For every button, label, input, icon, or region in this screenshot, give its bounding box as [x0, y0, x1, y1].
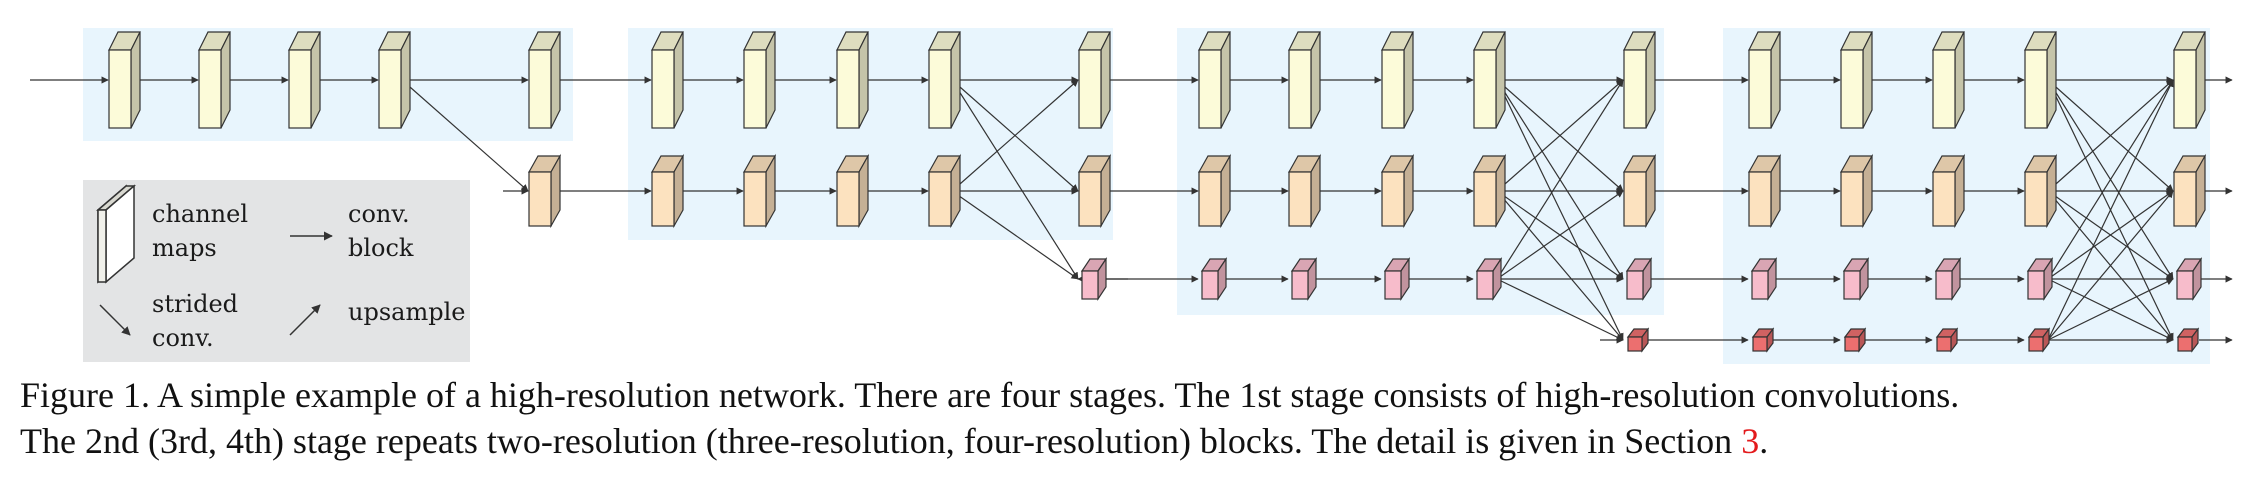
caption-line-1: Figure 1. A simple example of a high-res… — [20, 375, 1960, 415]
high-res-feature-block — [836, 31, 869, 129]
channel-maps-icon — [95, 184, 137, 284]
high-res-feature-block — [1473, 31, 1506, 129]
low-res-feature-block — [1290, 257, 1318, 301]
lowest-res-feature-block — [2027, 327, 2051, 353]
upsample-arrow-icon — [289, 304, 321, 336]
high-res-feature-block — [198, 31, 231, 129]
fusion-4-connection — [2047, 79, 2174, 280]
legend-strided-conv-label-1: strided — [152, 290, 238, 318]
high-res-feature-block — [2173, 31, 2206, 129]
medium-res-feature-block — [1472, 153, 1507, 229]
medium-res-feature-block — [650, 153, 685, 229]
fusion-4-connection — [2047, 190, 2174, 280]
high-res-feature-block — [1198, 31, 1231, 129]
fusion-4-connection — [2047, 190, 2174, 341]
high-res-feature-block — [1078, 31, 1111, 129]
low-res-feature-block — [1475, 257, 1503, 301]
medium-res-feature-block — [1197, 153, 1232, 229]
stage-2-background — [628, 28, 1113, 240]
medium-res-feature-block — [835, 153, 870, 229]
low-res-feature-block — [1383, 257, 1411, 301]
section-reference-link[interactable]: 3 — [1741, 421, 1760, 461]
high-res-feature-block — [288, 31, 321, 129]
medium-res-feature-block — [1287, 153, 1322, 229]
legend-conv-block-label-2: block — [348, 234, 414, 262]
high-res-feature-block — [1748, 31, 1781, 129]
figure-caption: Figure 1. A simple example of a high-res… — [20, 372, 2240, 464]
high-res-feature-block — [1932, 31, 1965, 129]
high-res-feature-block — [528, 31, 561, 129]
lowest-res-feature-block — [1843, 327, 1867, 353]
legend-box — [83, 180, 470, 362]
fusion-3-connection — [1496, 79, 1624, 192]
caption-line-2-text: The 2nd (3rd, 4th) stage repeats two-res… — [20, 421, 1742, 461]
high-res-feature-block — [1288, 31, 1321, 129]
fusion-3-connection — [1496, 79, 1624, 341]
lowest-res-feature-block — [1626, 327, 1650, 353]
strided-conv-arrow-icon — [99, 304, 131, 336]
low-res-feature-block — [1080, 257, 1108, 301]
legend: channel maps conv. block strided conv. u… — [83, 180, 470, 362]
medium-res-feature-block — [742, 153, 777, 229]
low-res-feature-block — [2175, 257, 2203, 301]
low-res-feature-block — [1842, 257, 1870, 301]
medium-res-feature-block — [1839, 153, 1874, 229]
high-res-feature-block — [743, 31, 776, 129]
fusion-3-connection — [1496, 190, 1624, 280]
fusion-4-connection — [2047, 79, 2174, 341]
caption-line-2: The 2nd (3rd, 4th) stage repeats two-res… — [20, 418, 2240, 464]
low-res-feature-block — [1750, 257, 1778, 301]
caption-line-2-end: . — [1759, 421, 1769, 461]
low-res-feature-block — [1200, 257, 1228, 301]
low-res-feature-block — [1625, 257, 1653, 301]
medium-res-feature-block — [2172, 153, 2207, 229]
high-res-feature-block — [651, 31, 684, 129]
lowest-res-feature-block — [1751, 327, 1775, 353]
high-res-feature-block — [2024, 31, 2057, 129]
high-res-feature-block — [1381, 31, 1414, 129]
legend-channel-maps-label-2: maps — [152, 234, 217, 262]
fusion-4-connection — [2047, 79, 2174, 192]
low-res-feature-block — [1934, 257, 1962, 301]
stage-1-background — [83, 28, 573, 141]
fusion-2-connection — [951, 79, 1079, 192]
high-res-feature-block — [1623, 31, 1656, 129]
legend-channel-maps-label-1: channel — [152, 200, 248, 228]
legend-conv-block-label-1: conv. — [348, 200, 410, 228]
medium-res-feature-block — [2023, 153, 2058, 229]
hrnet-diagram: channel maps conv. block strided conv. u… — [30, 28, 2233, 364]
fusion-2-connection — [951, 79, 1079, 280]
lowest-res-feature-block — [2176, 327, 2200, 353]
stage-4-background — [1723, 28, 2210, 364]
stage-3-background — [1177, 28, 1664, 315]
medium-res-feature-block — [1380, 153, 1415, 229]
fusion-2-connection — [951, 190, 1079, 280]
lowest-res-feature-block — [1935, 327, 1959, 353]
medium-res-feature-block — [927, 153, 962, 229]
legend-upsample-label: upsample — [348, 298, 465, 326]
fusion-3-connection — [1496, 278, 1624, 341]
fusion-3-connection — [1496, 190, 1624, 341]
medium-res-feature-block — [1622, 153, 1657, 229]
high-res-feature-block — [928, 31, 961, 129]
high-res-feature-block — [378, 31, 411, 129]
fusion-4-connection — [2047, 278, 2174, 341]
medium-res-feature-block — [1747, 153, 1782, 229]
medium-res-feature-block — [527, 153, 562, 229]
low-res-feature-block — [2026, 257, 2054, 301]
fusion-1-connection — [401, 79, 529, 192]
fusion-3-connection — [1496, 79, 1624, 280]
medium-res-feature-block — [1931, 153, 1966, 229]
high-res-feature-block — [108, 31, 141, 129]
high-res-feature-block — [1840, 31, 1873, 129]
legend-strided-conv-label-2: conv. — [152, 324, 214, 352]
medium-res-feature-block — [1077, 153, 1112, 229]
